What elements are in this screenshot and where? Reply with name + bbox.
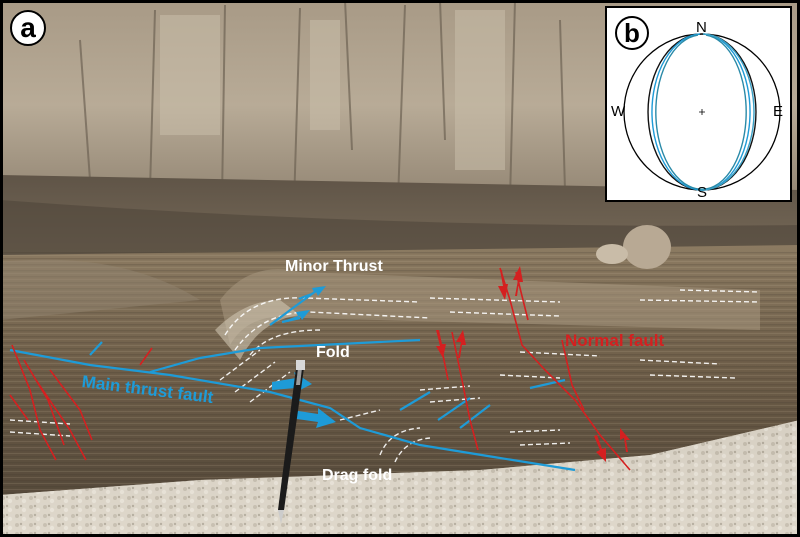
drag-fold-label: Drag fold — [322, 467, 393, 484]
west-label: W — [611, 103, 626, 120]
stereonet-plot — [623, 33, 781, 191]
normal-fault-arrows — [436, 266, 630, 462]
upper-slip-arrow — [272, 372, 312, 392]
slip-arrows — [272, 286, 336, 428]
south-label: S — [697, 184, 708, 201]
fold-label: Fold — [316, 344, 350, 361]
main-thrust-fault-line — [9, 348, 576, 472]
lower-slip-arrow — [290, 408, 336, 428]
minor-thrust-line — [149, 338, 421, 374]
thrust-fault-lines — [9, 287, 576, 472]
normal-fault-main — [499, 267, 631, 471]
normal-fault-label: Normal fault — [565, 331, 665, 350]
panel-a-label: a — [10, 10, 46, 46]
east-label: E — [773, 103, 784, 120]
stereonet-inset: b N S E W — [605, 6, 792, 202]
great-circles — [647, 33, 757, 191]
normal-fault-lines — [9, 267, 631, 471]
minor-thrust-label: Minor Thrust — [285, 258, 383, 275]
panel-b-label: b — [615, 16, 649, 50]
pen-scale — [278, 360, 305, 524]
center-cross — [699, 109, 705, 115]
north-label: N — [696, 19, 707, 36]
